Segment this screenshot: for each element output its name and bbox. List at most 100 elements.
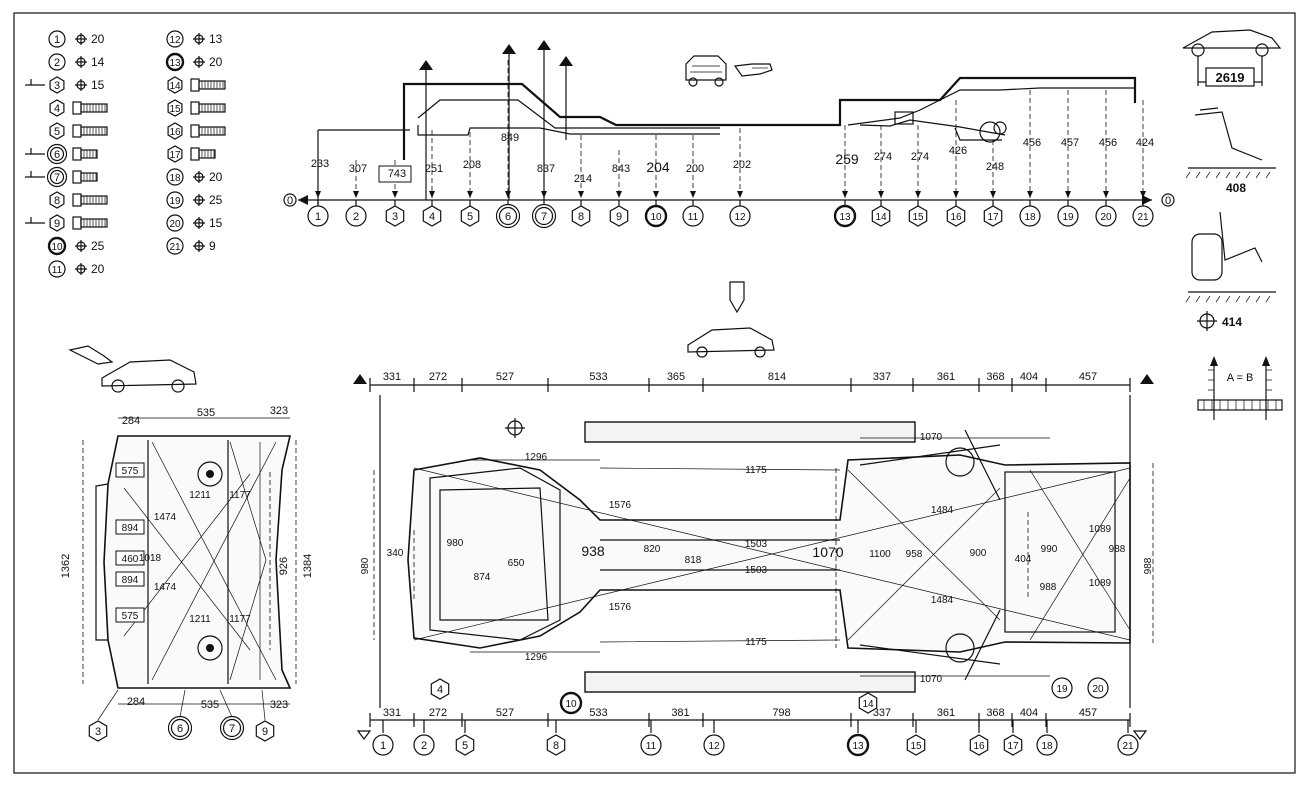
dimension-label: 1576 — [609, 500, 632, 511]
point-marker-4: 4 — [422, 205, 442, 227]
crosshair-icon — [1197, 311, 1217, 331]
point-number: 13 — [839, 212, 851, 223]
point-marker-13: 13 — [165, 52, 185, 72]
point-number: 19 — [1062, 212, 1074, 223]
point-number: 7 — [54, 172, 60, 184]
dimension-label: 284 — [122, 415, 140, 427]
point-marker-14: 14 — [167, 76, 183, 94]
dimension-label: 1177 — [229, 490, 251, 501]
point-number: 1 — [54, 34, 60, 46]
dimension-label: 980 — [447, 538, 464, 549]
point-marker-5: 5 — [455, 734, 475, 756]
point-marker-21: 21 — [166, 237, 184, 255]
wheelbase-value: 2619 — [1216, 70, 1245, 85]
point-number: 20 — [1100, 212, 1112, 223]
crosshair-icon — [193, 33, 205, 45]
dimension-label: 1296 — [525, 652, 548, 663]
point-number: 16 — [950, 212, 962, 223]
point-number: 3 — [392, 211, 398, 223]
point-number: 3 — [54, 80, 60, 92]
point-number: 6 — [505, 211, 511, 223]
bottom-dimension: 533 — [589, 707, 607, 719]
top-dimension: 527 — [496, 371, 514, 383]
point-number: 12 — [169, 35, 181, 46]
bolt-icon — [190, 147, 216, 161]
legend-row-6: 6 — [25, 143, 98, 165]
point-marker-1: 1 — [372, 734, 394, 756]
top-dimension: 368 — [986, 371, 1004, 383]
height-value: 307 — [349, 163, 367, 175]
point-number: 20 — [169, 219, 181, 230]
bolt-icon — [72, 124, 108, 138]
point-number: 14 — [862, 699, 874, 710]
crosshair-icon — [75, 263, 87, 275]
point-number: 8 — [578, 211, 584, 223]
point-number: 11 — [646, 741, 657, 752]
point-number: 19 — [169, 196, 181, 207]
dimension-label: 1384 — [302, 554, 314, 578]
point-marker-19: 19 — [166, 191, 184, 209]
point-number: 18 — [1024, 212, 1036, 223]
crosshair-icon — [193, 217, 205, 229]
height-value: 214 — [574, 173, 592, 185]
legend-value: 14 — [91, 55, 105, 69]
dimension-label: 1211 — [189, 614, 211, 625]
legend-value: 13 — [209, 32, 223, 46]
point-marker-9: 9 — [49, 214, 65, 232]
legend-value: 15 — [91, 78, 105, 92]
box-dimension: 460 — [122, 554, 139, 565]
dimension-label: 1484 — [931, 595, 954, 606]
point-marker-16: 16 — [946, 205, 966, 227]
bolt-icon — [72, 170, 98, 184]
point-marker-18: 18 — [1019, 205, 1041, 227]
point-marker-7: 7 — [531, 203, 557, 229]
point-marker-2: 2 — [413, 734, 435, 756]
crosshair-icon — [75, 79, 87, 91]
dimension-label: 535 — [201, 699, 219, 711]
point-marker-21: 21 — [1132, 205, 1154, 227]
top-dimension: 457 — [1079, 371, 1097, 383]
height-value: 202 — [733, 159, 751, 171]
point-marker-20: 20 — [1095, 205, 1117, 227]
point-number: 4 — [437, 684, 443, 696]
dimension-label: 1503 — [745, 539, 768, 550]
legend-row-17: 17 — [167, 145, 216, 163]
height-value: 849 — [501, 132, 519, 144]
height-value: 743 — [388, 168, 406, 180]
point-number: 17 — [987, 212, 999, 223]
point-number: 0 — [1165, 195, 1171, 207]
dimension-label: 1089 — [1089, 524, 1112, 535]
point-marker-16: 16 — [167, 122, 183, 140]
point-number: 6 — [177, 723, 183, 735]
height-value: 843 — [612, 163, 630, 175]
point-number: 13 — [852, 741, 864, 752]
dimension-label: 990 — [1041, 544, 1058, 555]
point-number: 5 — [54, 126, 60, 138]
point-number: 15 — [169, 104, 181, 115]
dimension-label: 323 — [270, 699, 288, 711]
bolt-icon — [190, 101, 226, 115]
rear-wheel-value: 414 — [1222, 315, 1242, 329]
height-value: 456 — [1099, 137, 1117, 149]
point-marker-3: 3 — [385, 205, 405, 227]
point-number: 9 — [616, 211, 622, 223]
right-panel: 2619 408 414 A = B — [1182, 29, 1283, 420]
pointing-hand-icon — [733, 63, 773, 77]
point-marker-9: 9 — [255, 720, 275, 742]
point-number: 13 — [169, 58, 181, 69]
target-icon — [505, 418, 525, 438]
point-number: 9 — [54, 218, 60, 230]
bottom-dimension: 457 — [1079, 707, 1097, 719]
box-dimension: 894 — [122, 575, 139, 586]
point-number: 16 — [169, 127, 181, 138]
point-marker-13: 13 — [833, 204, 857, 228]
dimension-label: 1177 — [229, 614, 251, 625]
point-marker-2: 2 — [345, 205, 367, 227]
point-number: 9 — [262, 726, 268, 738]
legend-value: 25 — [91, 239, 105, 253]
dimension-label: 988 — [1143, 557, 1154, 574]
point-number: 19 — [1056, 684, 1068, 695]
